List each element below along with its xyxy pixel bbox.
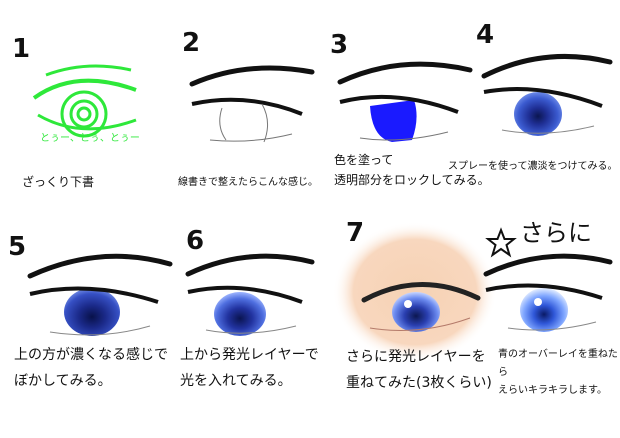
step-1-sketch-note: とぅー、とぅ、とぅー — [40, 133, 140, 144]
step-4-shaded-eye — [481, 53, 613, 136]
step-5-blurred-eye — [27, 253, 173, 336]
step-1-caption: ざっくり下書 — [22, 175, 95, 189]
step-6-caption: 上から発光レイヤーで 光を入れてみる。 — [180, 347, 319, 389]
step-8-handwriting: さらに — [520, 219, 592, 247]
step-7-sparkle-eye — [361, 282, 481, 332]
step-4-caption: スプレーを使って濃淡をつけてみる。 — [448, 161, 618, 172]
step-3-caption: 色を塗って 透明部分をロックしてみる。 — [334, 153, 490, 187]
step-8-caption: 青のオーバーレイを重ねたら えらいキラキラします。 — [498, 349, 618, 396]
step-2-caption: 線書きで整えたらこんな感じ。 — [178, 177, 318, 188]
step-6-glow-eye — [185, 253, 315, 336]
step-3-number: 3 — [330, 30, 349, 60]
step-4-number: 4 — [476, 20, 495, 50]
step-1-number: 1 — [12, 34, 31, 64]
step-2-number: 2 — [182, 28, 201, 58]
star-icon — [485, 227, 517, 258]
step-2-lineart-eye — [189, 65, 315, 143]
step-8-overlay-eye — [483, 253, 613, 332]
step-7-skin-background — [333, 222, 497, 362]
step-6-number: 6 — [186, 226, 205, 256]
step-1-sketch-eye — [32, 64, 137, 138]
step-3-colored-eye — [337, 61, 473, 142]
step-7-caption: さらに発光レイヤーを 重ねてみた(3枚くらい) — [346, 349, 492, 391]
step-5-caption: 上の方が濃くなる感じで ぼかしてみる。 — [14, 347, 168, 389]
step-5-number: 5 — [8, 232, 27, 262]
